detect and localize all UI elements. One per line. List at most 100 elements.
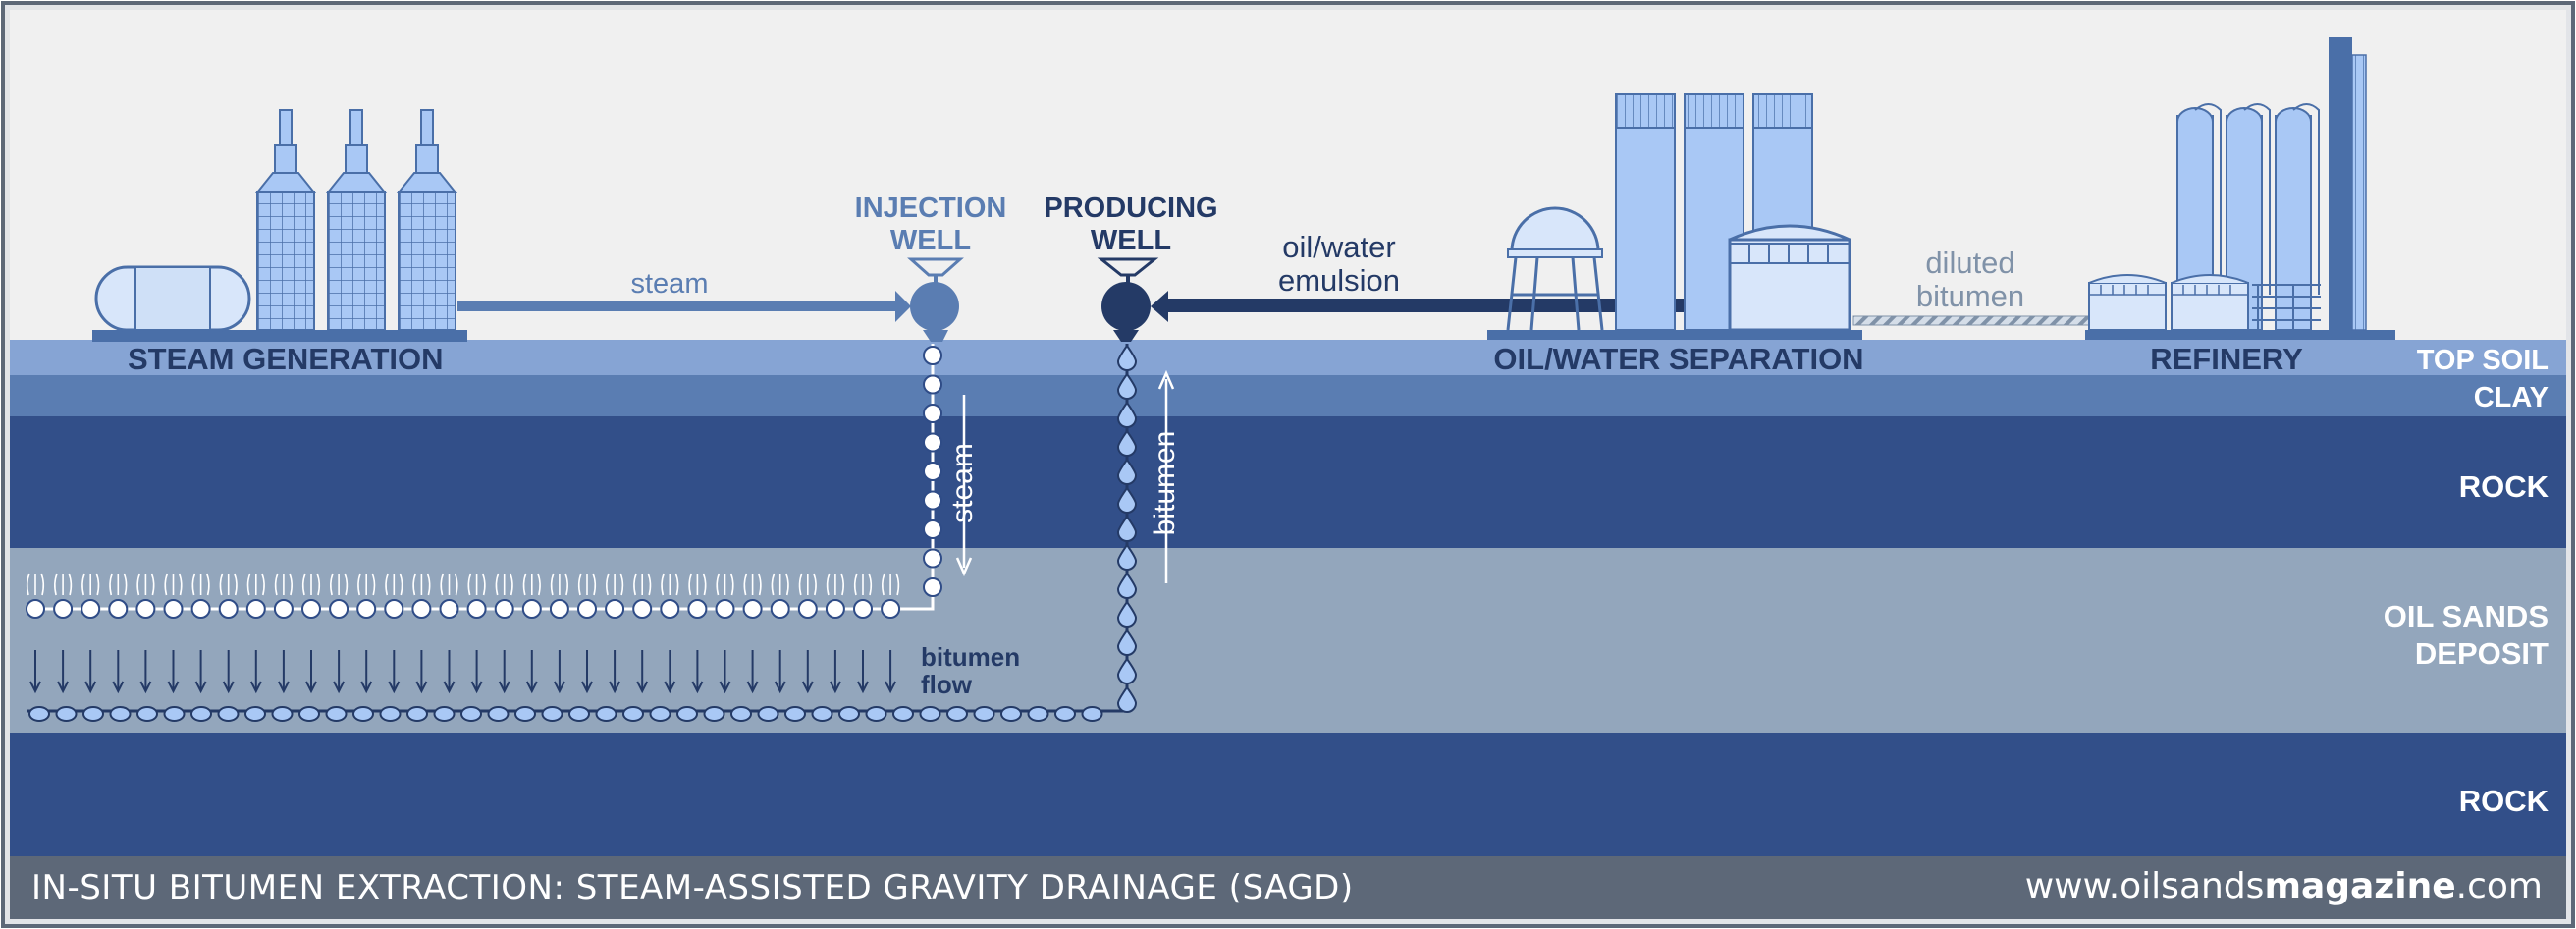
bitumen-droplet — [1116, 600, 1138, 628]
drainage-arrow — [498, 650, 510, 694]
drainage-arrow — [830, 650, 841, 694]
label-producing-well-line2: WELL — [1091, 225, 1171, 256]
steam-bead — [923, 519, 942, 539]
bitumen-droplet — [190, 706, 212, 722]
bitumen-droplet — [1116, 685, 1138, 713]
bitumen-droplet — [811, 706, 833, 722]
drainage-arrow — [333, 650, 345, 694]
bitumen-droplet — [1116, 458, 1138, 485]
bitumen-droplet — [460, 706, 482, 722]
drainage-arrow — [112, 650, 125, 694]
steam-wisp — [81, 573, 100, 596]
steam-down-arrow — [955, 395, 973, 577]
steam-wisp — [495, 573, 513, 596]
steam-wisp — [54, 573, 73, 596]
refinery-complex — [2085, 37, 2395, 340]
steam-bead — [770, 599, 790, 619]
steam-bead — [632, 599, 653, 619]
steam-bead — [218, 599, 239, 619]
label-diluted-line1: diluted — [1925, 246, 2014, 280]
steam-bead — [881, 599, 901, 619]
steam-bead — [549, 599, 569, 619]
layer-label-rock-lower: ROCK — [2459, 784, 2549, 818]
steam-bead — [163, 599, 184, 619]
label-oil-water-line2: emulsion — [1278, 263, 1400, 298]
bitumen-droplet — [109, 706, 132, 722]
steam-wisp — [771, 573, 789, 596]
boiler-tower-1 — [254, 109, 317, 331]
layer-label-rock-upper: ROCK — [2459, 469, 2549, 504]
drainage-arrow — [470, 650, 483, 694]
label-bitumen-flow-line1: bitumen — [921, 642, 1020, 672]
drainage-arrow — [581, 650, 593, 694]
steam-wisp — [743, 573, 762, 596]
drainage-arrow — [554, 650, 565, 694]
steam-wisp — [274, 573, 293, 596]
steam-wisp — [716, 573, 734, 596]
steam-wisp — [853, 573, 873, 596]
steam-bead — [797, 599, 818, 619]
drainage-arrow — [525, 650, 538, 694]
bitumen-droplet — [406, 706, 428, 722]
label-steam-down: steam — [946, 443, 979, 523]
layer-top-soil — [10, 340, 2566, 375]
footer-url[interactable]: www.oilsandsmagazine.com — [2025, 866, 2543, 906]
steam-bead — [923, 374, 942, 395]
bitumen-droplet — [1116, 429, 1138, 457]
bitumen-droplet — [1027, 706, 1049, 722]
steam-bead — [825, 599, 845, 619]
steam-wisp — [882, 573, 900, 596]
drainage-arrow — [691, 650, 704, 694]
bitumen-droplet — [271, 706, 294, 722]
layer-rock-upper — [10, 416, 2566, 548]
steam-bead — [742, 599, 763, 619]
bitumen-droplet — [1116, 657, 1138, 684]
production-well-bore — [27, 344, 1138, 722]
injection-well-bore — [26, 344, 942, 619]
bitumen-droplet — [973, 706, 995, 722]
bitumen-droplet — [163, 706, 186, 722]
steam-bead — [301, 599, 321, 619]
storage-tank — [1728, 224, 1852, 332]
steam-bead — [190, 599, 211, 619]
label-bitumen-flow-line2: flow — [921, 670, 973, 699]
bitumen-droplet — [1116, 372, 1138, 400]
separation-facility — [1487, 93, 1862, 340]
bitumen-droplet — [919, 706, 941, 722]
steam-bead — [715, 599, 735, 619]
steam-bead — [135, 599, 156, 619]
bitumen-droplet — [1054, 706, 1076, 722]
drainage-arrow — [801, 650, 814, 694]
footer-url-suffix: .com — [2455, 866, 2543, 906]
steam-chamber — [26, 573, 900, 694]
bitumen-droplet — [865, 706, 887, 722]
bitumen-droplet — [379, 706, 402, 722]
bitumen-droplet — [1116, 344, 1138, 371]
footer-title: IN-SITU BITUMEN EXTRACTION: STEAM-ASSIST… — [31, 868, 1354, 907]
bitumen-droplet — [1116, 401, 1138, 428]
steam-wisp — [385, 573, 403, 596]
steam-wisp — [26, 573, 45, 596]
layer-label-oil-sands-line1: OIL SANDS — [2384, 599, 2549, 633]
bitumen-droplet — [595, 706, 617, 722]
diluted-bitumen-pipe — [1852, 315, 2092, 326]
drainage-arrow — [388, 650, 401, 694]
drainage-arrow — [885, 650, 896, 694]
drainage-arrow — [305, 650, 317, 694]
steam-wisp — [522, 573, 541, 596]
steam-wisp — [440, 573, 458, 596]
steam-wisp — [136, 573, 155, 596]
bitumen-droplet — [757, 706, 779, 722]
steam-wisp — [550, 573, 568, 596]
bitumen-droplet — [1116, 572, 1138, 599]
steam-bead — [439, 599, 459, 619]
label-diluted-line2: bitumen — [1916, 279, 2024, 313]
label-producing-well-line1: PRODUCING — [1044, 192, 1217, 224]
steam-generation-plant — [92, 109, 467, 342]
flare-stack — [2329, 37, 2367, 331]
bitumen-droplet — [298, 706, 320, 722]
boiler-tower-2 — [325, 109, 388, 331]
bitumen-droplet — [676, 706, 698, 722]
